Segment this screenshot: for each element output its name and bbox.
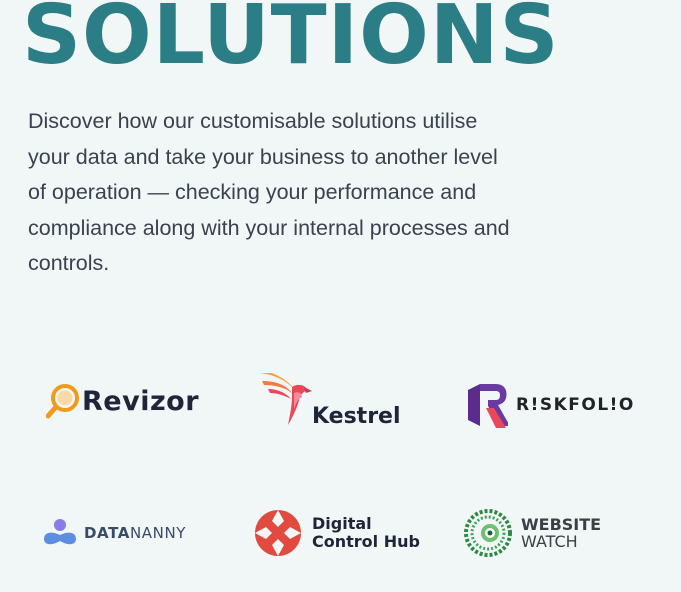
datananny-label-light: NANNY: [129, 524, 187, 542]
intro-paragraph: Discover how our customisable solutions …: [28, 109, 510, 275]
riskfolio-r-icon: [468, 384, 508, 428]
revizor-logo[interactable]: Revizor: [46, 383, 199, 419]
ww-line1: WEBSITE: [521, 515, 602, 534]
kestrel-logo[interactable]: Kestrel: [258, 366, 401, 429]
kestrel-label: Kestrel: [312, 404, 401, 429]
digital-control-hub-logo[interactable]: Digital Control Hub: [254, 509, 420, 557]
digital-control-hub-label: Digital Control Hub: [312, 515, 420, 551]
datananny-logo[interactable]: DATANANNY: [42, 519, 186, 547]
datananny-label-bold: DATA: [84, 524, 130, 542]
page-title: SOLUTIONS: [22, 0, 560, 83]
ww-line2: WATCH: [521, 532, 578, 551]
datananny-figure-icon: [44, 519, 76, 545]
website-watch-label: WEBSITE WATCH: [521, 516, 601, 550]
magnifier-icon: [46, 384, 79, 419]
website-watch-logo[interactable]: WEBSITE WATCH: [464, 509, 601, 557]
datananny-label: DATANANNY: [84, 524, 186, 542]
kestrel-bird-icon: [260, 372, 312, 425]
dch-line1: Digital: [312, 514, 372, 533]
riskfolio-logo[interactable]: R!SKFOL!O: [466, 382, 635, 428]
dch-circle-icon: [255, 510, 301, 556]
revizor-label: Revizor: [82, 385, 200, 417]
riskfolio-label: R!SKFOL!O: [516, 395, 635, 415]
dch-line2: Control Hub: [312, 532, 420, 551]
globe-eye-icon: [464, 509, 512, 557]
